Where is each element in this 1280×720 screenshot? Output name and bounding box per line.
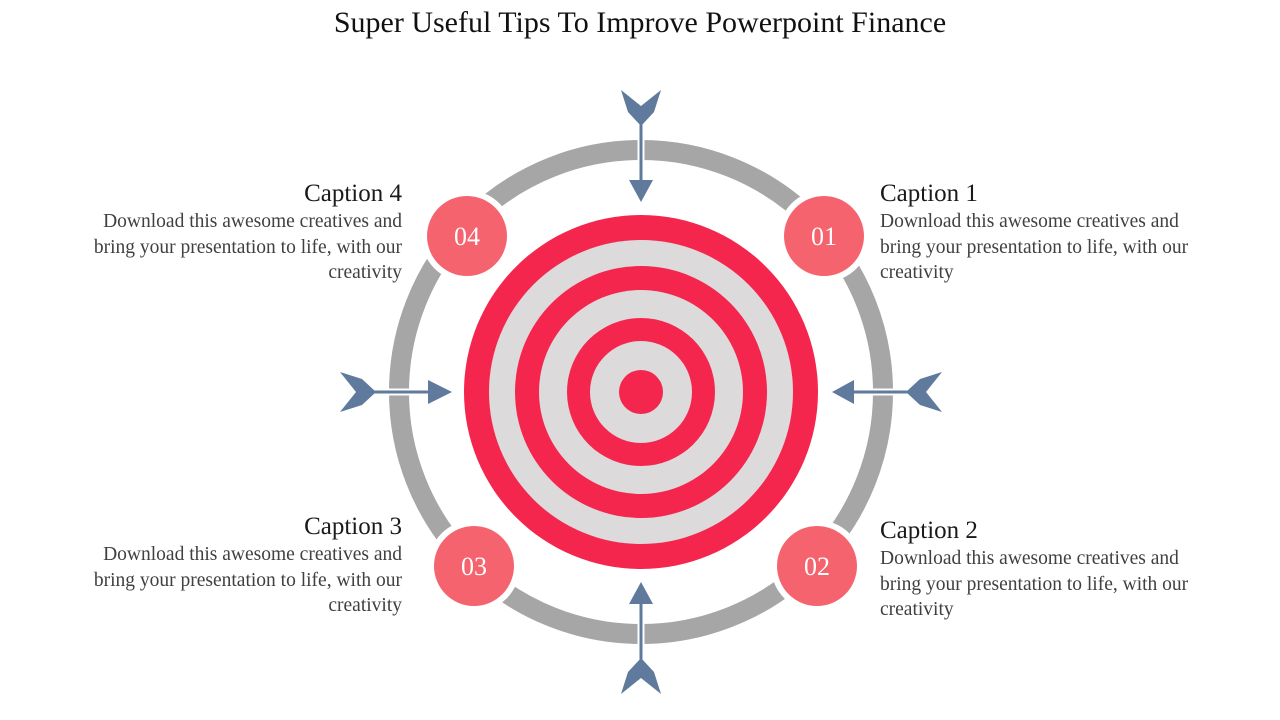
badge-03-number: 03 [461, 552, 487, 581]
caption-title-1: Caption 1 [880, 180, 978, 207]
badge-01: 01 [778, 190, 870, 282]
arrow-left-icon [340, 372, 452, 412]
badge-04: 04 [421, 190, 513, 282]
caption-title-3: Caption 3 [304, 513, 402, 540]
caption-text-4: Download this awesome creatives and brin… [93, 211, 402, 283]
caption-block-2: Caption 2 Download this awesome creative… [880, 516, 1200, 623]
badge-01-number: 01 [811, 222, 837, 251]
arrow-bottom-icon [621, 582, 661, 694]
caption-title-4: Caption 4 [304, 180, 402, 207]
caption-block-4: Caption 4 Download this awesome creative… [82, 179, 402, 286]
page-title: Super Useful Tips To Improve Powerpoint … [333, 6, 947, 39]
caption-text-2: Download this awesome creatives and brin… [880, 548, 1189, 620]
caption-title-2: Caption 2 [880, 517, 978, 544]
bullseye-center [619, 370, 663, 414]
arrow-top-icon [621, 90, 661, 202]
badge-03: 03 [428, 520, 520, 612]
caption-text-3: Download this awesome creatives and brin… [93, 544, 402, 616]
badge-04-number: 04 [454, 222, 480, 251]
bullseye-target [464, 215, 818, 569]
caption-block-1: Caption 1 Download this awesome creative… [880, 179, 1200, 286]
badge-02: 02 [771, 520, 863, 612]
caption-block-3: Caption 3 Download this awesome creative… [82, 512, 402, 619]
caption-text-1: Download this awesome creatives and brin… [880, 211, 1189, 283]
arrow-right-icon [832, 372, 942, 412]
badge-02-number: 02 [804, 552, 830, 581]
